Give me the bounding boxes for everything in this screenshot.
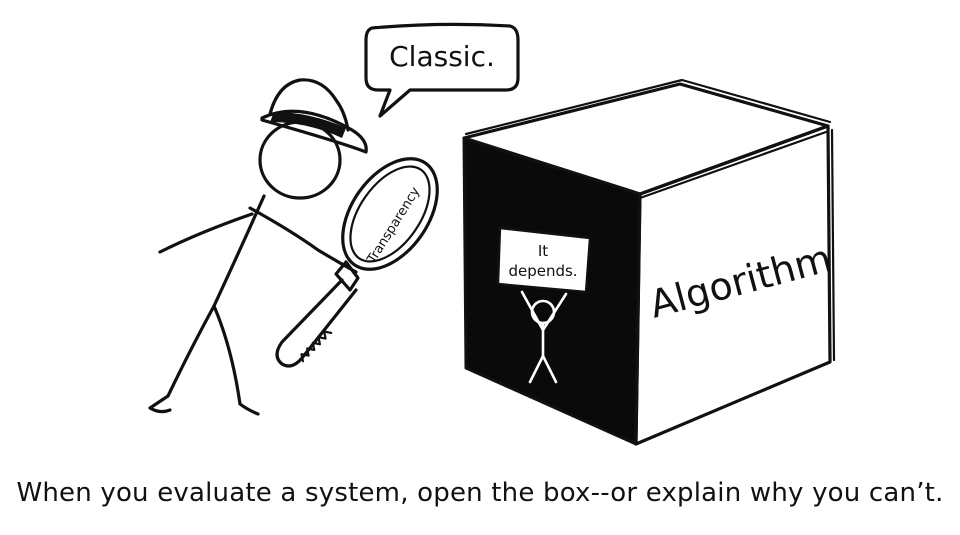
box-side-label: Algorithm [645,236,836,327]
magnifier-lens-label: Transparency [364,184,423,267]
speech-bubble-text: Classic. [389,40,495,73]
sign-holder-figure: It depends. [496,226,592,384]
speech-bubble: Classic. [364,22,520,118]
caption-text: When you evaluate a system, open the box… [16,478,944,508]
sign-line-2: depends. [508,262,577,280]
magnifying-glass-icon: Transparency [275,157,439,368]
detective-figure [148,78,368,416]
fedora-hat [260,78,368,154]
box-dark-face [462,136,642,446]
sign-line-1: It [538,242,548,260]
